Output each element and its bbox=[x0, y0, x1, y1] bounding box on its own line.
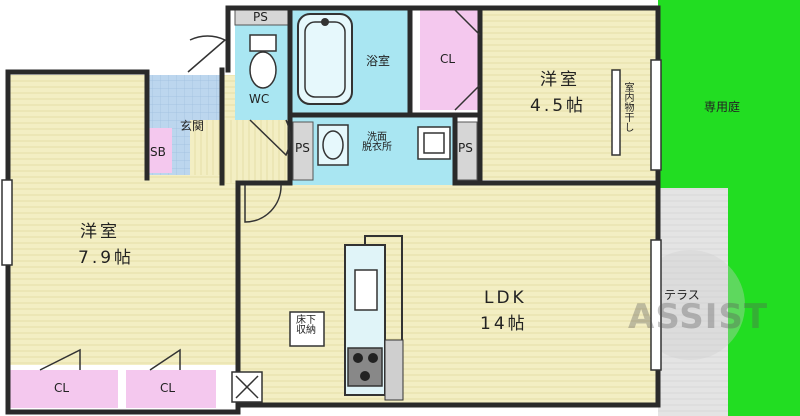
entrance-raised bbox=[190, 120, 225, 175]
indoor-drying-rack bbox=[611, 69, 621, 156]
western-room-right-label: 洋室 bbox=[540, 70, 580, 90]
watermark-text: ASSIST bbox=[628, 297, 769, 337]
bath-label: 浴室 bbox=[366, 54, 391, 68]
closet-left-1-label: CL bbox=[54, 381, 70, 395]
pipe-space-top-label: PS bbox=[253, 10, 268, 24]
pipe-space-left-label: PS bbox=[295, 141, 310, 155]
ldk-label: LDK bbox=[484, 288, 527, 308]
shoe-box-label: SB bbox=[150, 145, 166, 159]
closet-left-2 bbox=[126, 370, 216, 408]
western-room-right bbox=[482, 10, 658, 180]
corridor-floor bbox=[222, 120, 290, 183]
underfloor-storage bbox=[289, 311, 325, 347]
watermark-logo bbox=[635, 250, 745, 360]
window-right-room bbox=[650, 59, 662, 171]
vent-fan-icon bbox=[231, 371, 263, 403]
closet-left-2-label: CL bbox=[160, 381, 176, 395]
closet-left-1 bbox=[8, 370, 118, 408]
washroom-label: 洗面 脱衣所 bbox=[362, 132, 392, 153]
shoe-box bbox=[147, 128, 172, 173]
western-room-left-size: 7.9帖 bbox=[78, 248, 135, 268]
western-room-left-label: 洋室 bbox=[80, 222, 120, 242]
wc-label: WC bbox=[249, 92, 270, 106]
bathtub bbox=[297, 13, 353, 105]
pipe-space-right-label: PS bbox=[458, 141, 473, 155]
closet-right-label: CL bbox=[440, 52, 456, 66]
kitchen-counter bbox=[344, 235, 404, 401]
western-room-right-size: 4.5帖 bbox=[530, 96, 587, 116]
entrance-label: 玄関 bbox=[180, 119, 205, 133]
terrace bbox=[658, 188, 728, 416]
pipe-space-left bbox=[292, 121, 314, 181]
private-garden-label: 専用庭 bbox=[704, 100, 741, 114]
underfloor-storage-label: 床下 収納 bbox=[296, 315, 316, 336]
indoor-drying-label: 室内物干し bbox=[622, 82, 633, 132]
closet-right bbox=[420, 10, 480, 110]
window-left bbox=[1, 179, 13, 266]
terrace-label: テラス bbox=[664, 288, 700, 302]
wash-basin bbox=[317, 124, 349, 166]
toilet bbox=[249, 34, 277, 89]
doors bbox=[39, 9, 481, 371]
washing-machine bbox=[417, 126, 451, 160]
ldk-floor bbox=[238, 183, 658, 405]
window-ldk bbox=[650, 239, 662, 371]
ldk-size: 14帖 bbox=[480, 314, 528, 334]
